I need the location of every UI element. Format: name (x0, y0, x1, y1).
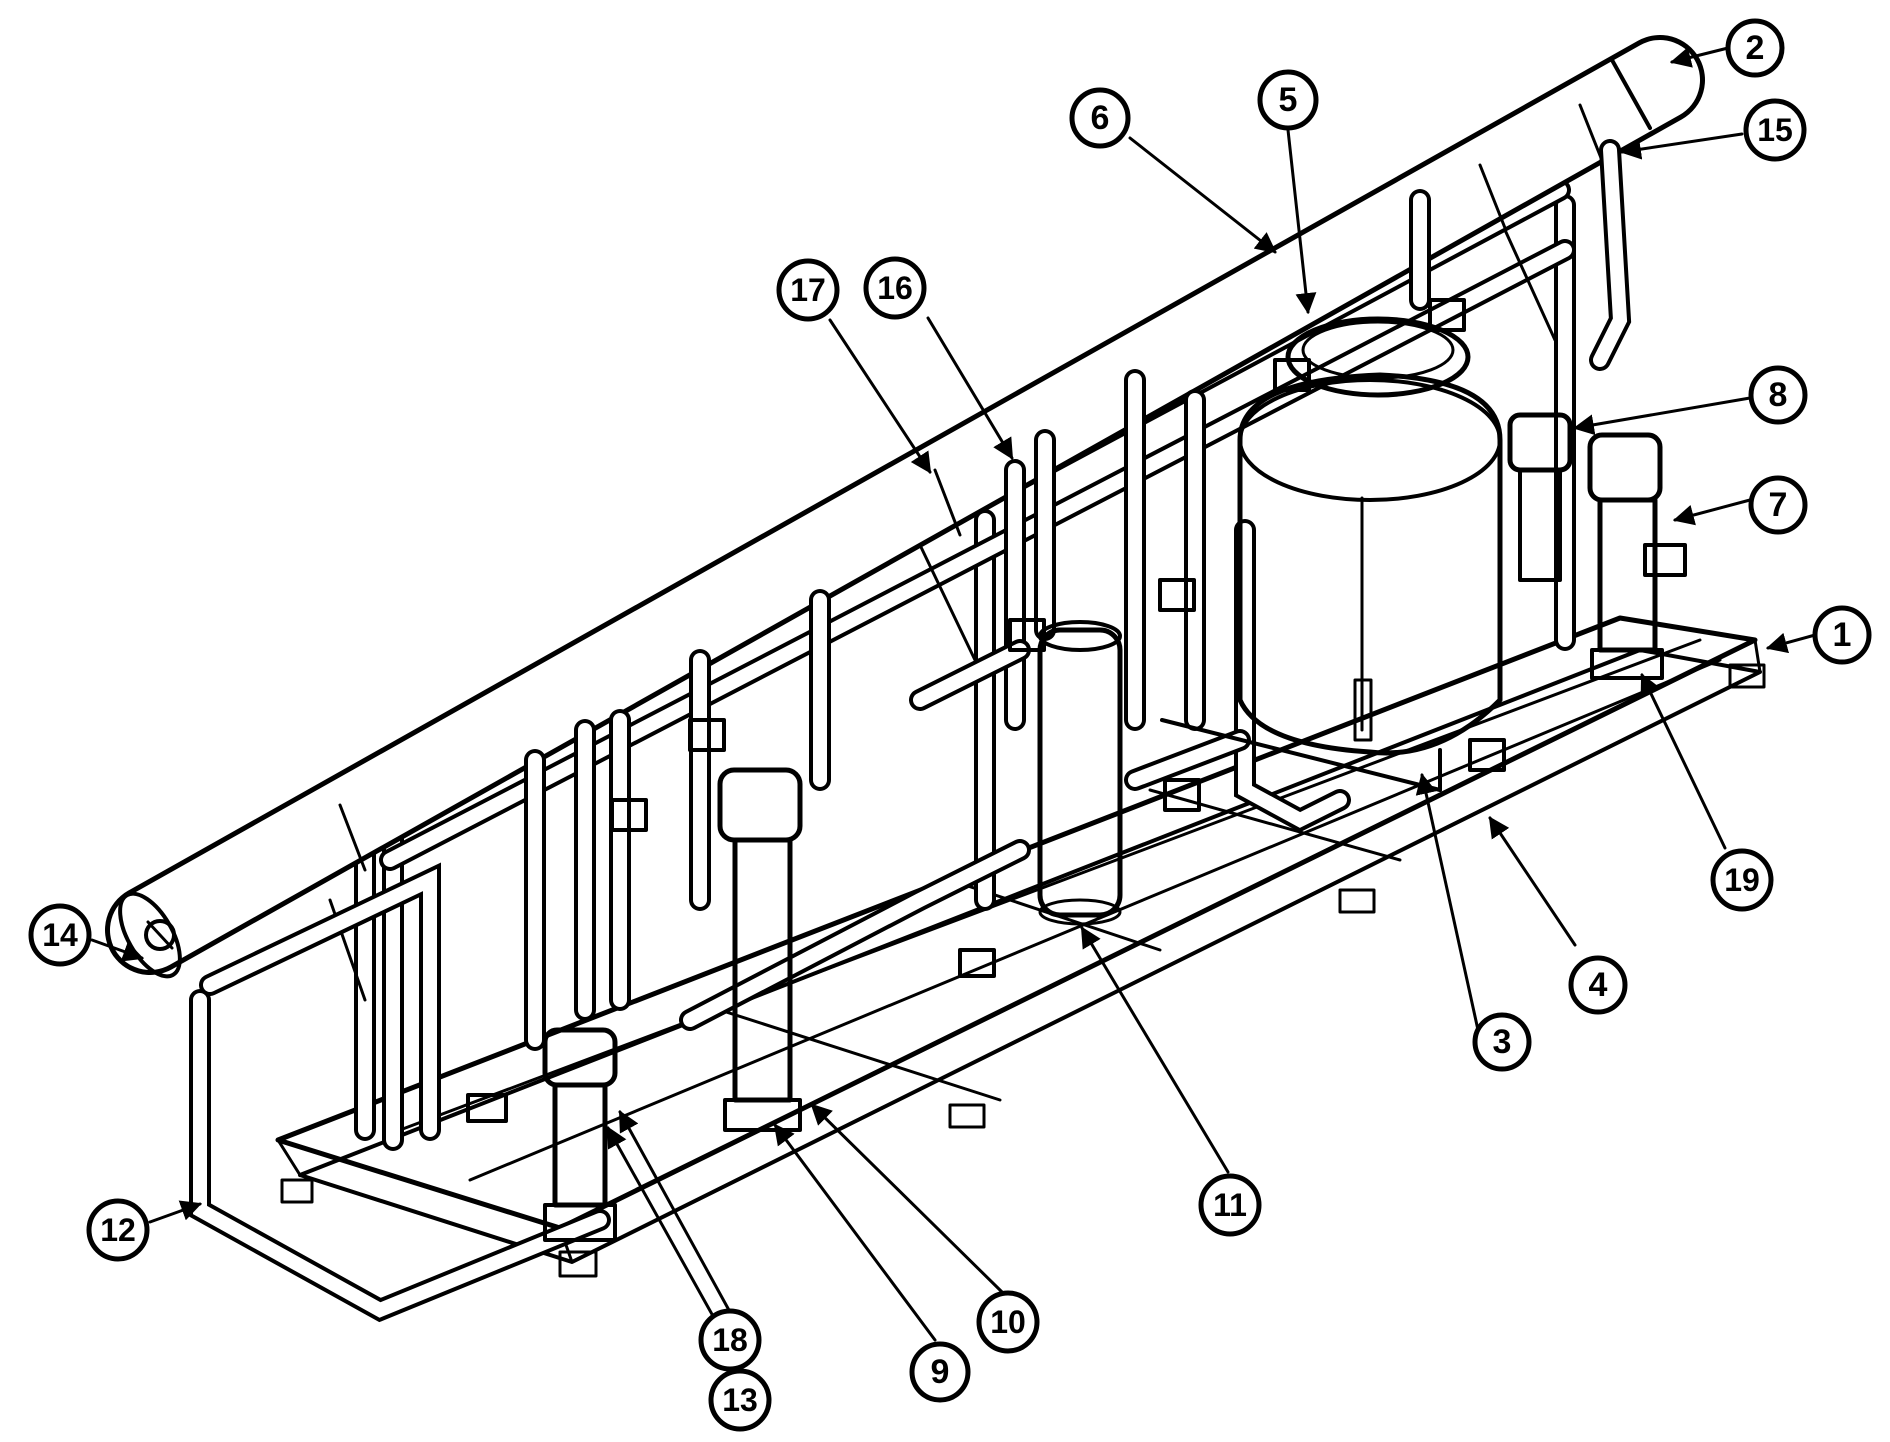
callout-16: 16 (863, 256, 927, 320)
pump-right-1 (1507, 412, 1573, 582)
pump-middle (717, 767, 803, 1132)
leader-18 (618, 1110, 732, 1314)
leader-14 (90, 938, 144, 962)
leader-17 (828, 318, 932, 474)
pump-right-2 (1587, 432, 1664, 680)
leader-11 (1080, 926, 1230, 1174)
callout-label-4: 4 (1589, 966, 1608, 1004)
leader-8 (1572, 396, 1752, 436)
leader-6 (1128, 136, 1277, 254)
valves (466, 298, 1687, 1123)
callout-18: 18 (698, 1308, 762, 1372)
callout-13: 13 (708, 1368, 772, 1432)
callout-15: 15 (1743, 98, 1807, 162)
membrane-vessel (105, 35, 1705, 979)
callout-4: 4 (1568, 955, 1628, 1015)
callout-label-15: 15 (1757, 112, 1793, 148)
callout-14: 14 (28, 903, 92, 967)
leader-4 (1488, 816, 1577, 947)
leader-7 (1672, 498, 1752, 526)
callout-label-5: 5 (1279, 81, 1298, 119)
callout-6: 6 (1069, 87, 1131, 149)
callout-1: 1 (1812, 605, 1872, 665)
callout-10: 10 (976, 1290, 1040, 1354)
storage-tank (1160, 316, 1503, 792)
callout-3: 3 (1472, 1012, 1532, 1072)
callout-label-2: 2 (1746, 29, 1765, 67)
leader-12 (148, 1200, 202, 1224)
callout-label-9: 9 (931, 1353, 950, 1391)
callout-12: 12 (86, 1198, 150, 1262)
callout-label-14: 14 (42, 917, 78, 953)
leader-19 (1640, 673, 1727, 850)
callout-9: 9 (909, 1341, 971, 1403)
callout-label-3: 3 (1493, 1023, 1512, 1061)
callout-7: 7 (1748, 475, 1808, 535)
leader-16 (926, 316, 1014, 460)
callout-label-13: 13 (722, 1382, 758, 1418)
pump-left (542, 1027, 618, 1242)
callout-label-7: 7 (1769, 486, 1788, 524)
callout-label-18: 18 (712, 1322, 748, 1358)
leader-2 (1669, 46, 1730, 68)
callout-label-1: 1 (1833, 616, 1852, 654)
pipe-runs (189, 139, 1632, 1323)
leader-5 (1286, 128, 1317, 315)
leader-15 (1619, 132, 1744, 160)
callout-label-19: 19 (1724, 862, 1760, 898)
filter-vessel (1037, 620, 1123, 926)
callout-2: 2 (1725, 18, 1785, 78)
callout-5: 5 (1257, 69, 1319, 131)
callout-11: 11 (1198, 1173, 1262, 1237)
callout-label-16: 16 (877, 270, 913, 306)
leader-9 (773, 1123, 937, 1342)
callout-17: 17 (776, 258, 840, 322)
leader-10 (810, 1103, 1004, 1294)
leader-3 (1415, 772, 1480, 1032)
callout-label-10: 10 (990, 1304, 1026, 1340)
callout-label-6: 6 (1091, 99, 1110, 137)
callout-19: 19 (1710, 848, 1774, 912)
callout-label-8: 8 (1769, 376, 1788, 414)
callout-label-11: 11 (1213, 1187, 1247, 1223)
callout-label-17: 17 (790, 272, 826, 308)
callout-8: 8 (1748, 365, 1808, 425)
callout-label-12: 12 (100, 1212, 136, 1248)
upright-frame (328, 179, 1576, 1151)
leader-lines (90, 46, 1817, 1370)
leader-1 (1765, 632, 1817, 654)
